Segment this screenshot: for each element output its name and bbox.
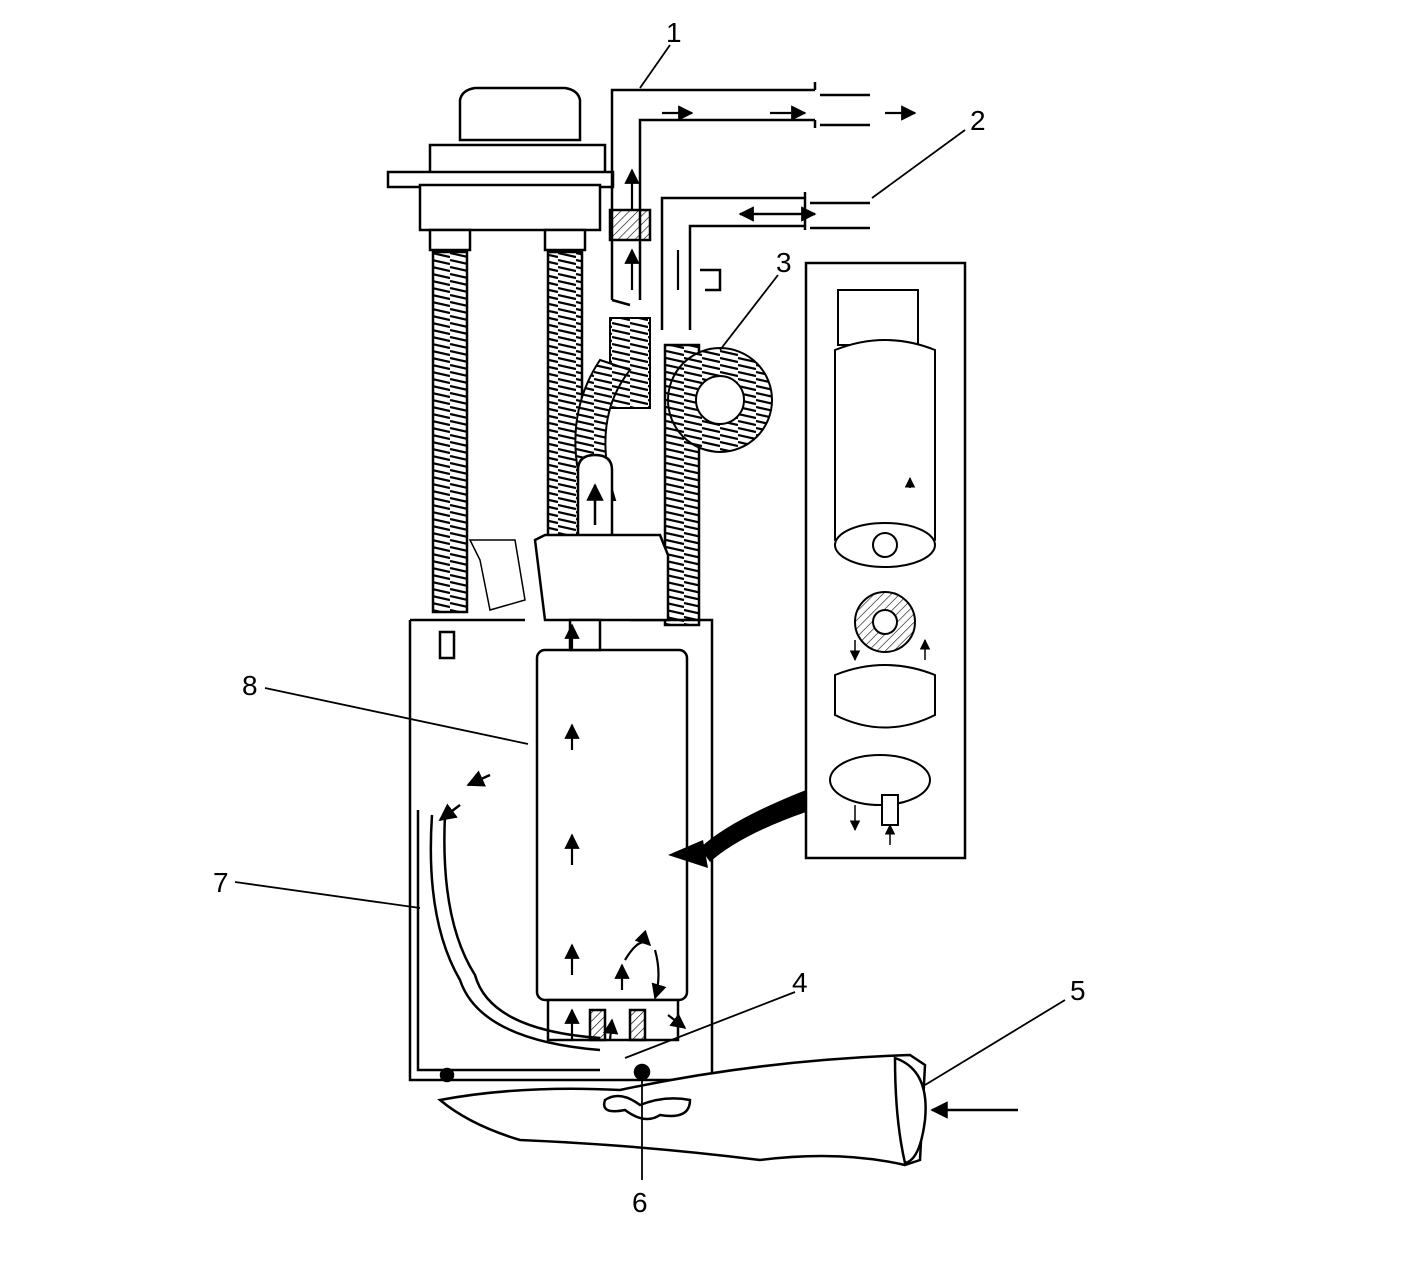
supply-line-fitting <box>608 82 870 307</box>
guide-rod-springs <box>428 228 701 627</box>
flow-arrows-outlet <box>624 105 917 290</box>
leader-lines <box>234 44 1066 1180</box>
callout-labels: 1 2 3 4 5 6 7 8 <box>213 17 1086 1218</box>
callout-5: 5 <box>1070 975 1086 1006</box>
electrical-connector <box>386 86 615 232</box>
callout-3: 3 <box>776 247 792 278</box>
callout-6: 6 <box>632 1187 648 1218</box>
callout-8: 8 <box>242 670 258 701</box>
fuel-pump <box>535 618 689 1042</box>
exploded-pump-inset <box>804 261 967 860</box>
fuel-strainer <box>437 1053 1018 1167</box>
callout-4: 4 <box>792 967 808 998</box>
pump-outlet-tube <box>576 453 614 547</box>
flow-arrows-pump <box>564 623 687 1041</box>
callout-7: 7 <box>213 867 229 898</box>
jet-pump-tube <box>429 770 601 1052</box>
inset-pointer-arrow <box>668 790 806 868</box>
callout-1: 1 <box>666 17 682 48</box>
callout-2: 2 <box>970 105 986 136</box>
